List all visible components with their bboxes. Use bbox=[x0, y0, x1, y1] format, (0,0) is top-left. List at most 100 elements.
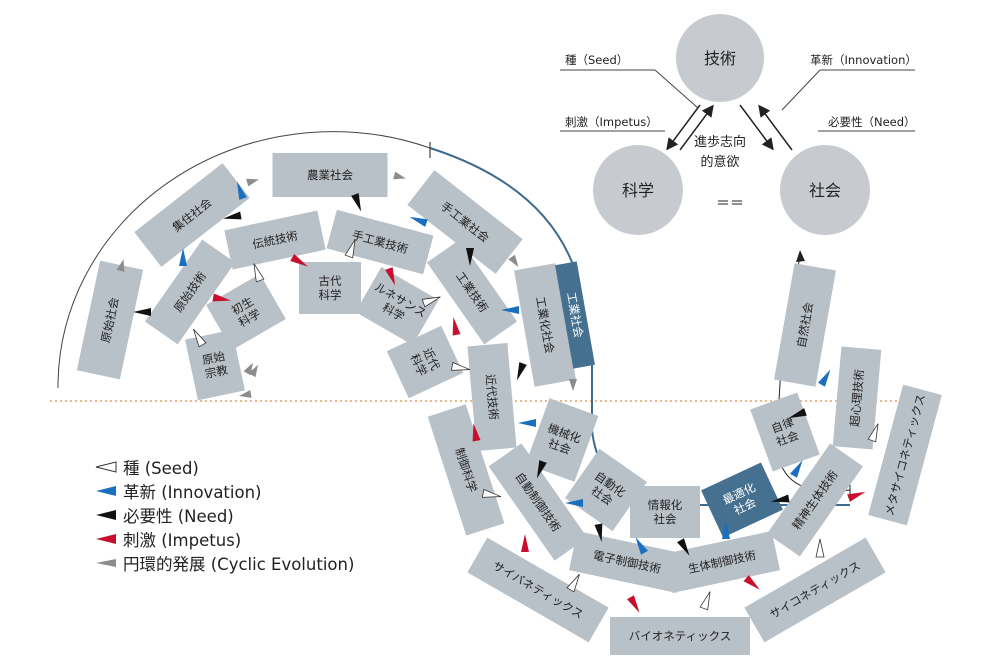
motivation-line1: 進歩志向 bbox=[694, 134, 746, 150]
science-segment-box bbox=[386, 325, 464, 399]
cyclic-arrow-icon bbox=[508, 254, 519, 267]
legend-label: 刺激 (Impetus) bbox=[123, 531, 242, 550]
seed-arrow-icon bbox=[253, 263, 265, 283]
seed-arrow-icon bbox=[193, 328, 207, 348]
legend-item-cyclic: 円環的発展 (Cyclic Evolution) bbox=[95, 551, 354, 575]
society-segment-label: 社会 bbox=[654, 512, 677, 526]
technology-segment-box bbox=[664, 531, 780, 593]
innovation-arrow-icon bbox=[722, 521, 730, 539]
society-segment: 農業社会 bbox=[272, 153, 388, 197]
science-to-tech-arrow bbox=[679, 104, 714, 151]
technology-segment: 生体制御技術 bbox=[664, 531, 780, 593]
innovation-arrow-icon bbox=[236, 181, 247, 200]
need-arrow-icon bbox=[223, 211, 242, 220]
technology-segment-box bbox=[488, 443, 588, 561]
science-segment-box bbox=[206, 273, 286, 351]
science-circle bbox=[593, 145, 683, 235]
legend-item-seed: 種 (Seed) bbox=[95, 455, 354, 479]
science-segment-box bbox=[610, 617, 750, 655]
need-arrow-icon bbox=[788, 408, 807, 419]
science-segment-box bbox=[744, 537, 886, 643]
society-segment: 工業社会 bbox=[555, 261, 595, 369]
science-label: 科学 bbox=[622, 181, 654, 200]
cyclic-arrow-icon bbox=[569, 379, 577, 391]
science-segment: メタサイコネティックス bbox=[868, 384, 942, 526]
society-segment: 原始社会 bbox=[76, 260, 144, 380]
technology-segment-box bbox=[569, 531, 685, 593]
tech-to-science-arrow bbox=[666, 104, 701, 151]
innovation-leader-line bbox=[781, 69, 915, 111]
legend-label: 必要性 (Need) bbox=[123, 507, 234, 526]
science-segment-box bbox=[355, 266, 439, 346]
science-segment-box bbox=[467, 537, 609, 643]
science-segment-box bbox=[185, 329, 245, 401]
science-segment-label: 宗教 bbox=[204, 363, 230, 382]
seed-arrow-icon bbox=[566, 573, 580, 593]
innovation-arrow-icon bbox=[501, 306, 519, 314]
society-segment-box bbox=[630, 486, 700, 538]
science-segment-label: バイオネティックス bbox=[629, 629, 731, 643]
legend: 種 (Seed) 革新 (Innovation) 必要性 (Need) 刺激 (… bbox=[95, 455, 354, 575]
science-segment-label: 科学 bbox=[319, 288, 342, 302]
impetus-arrow-icon bbox=[212, 293, 231, 302]
seed-arrow-icon bbox=[481, 488, 502, 498]
science-segment-box bbox=[868, 384, 942, 526]
technology-segment-box bbox=[467, 342, 517, 452]
science-segment-label: 古代 bbox=[319, 274, 342, 288]
seed-arrow-icon bbox=[95, 461, 117, 473]
cyclic-arrow-icon bbox=[248, 364, 258, 378]
technology-label: 技術 bbox=[704, 49, 736, 68]
innovation-arrow-icon bbox=[565, 499, 583, 507]
legend-item-impetus: 刺激 (Impetus) bbox=[95, 527, 354, 551]
technology-segment: 伝統技術 bbox=[224, 210, 326, 270]
seed-arrow-icon bbox=[699, 591, 711, 611]
technology-segment-box bbox=[767, 443, 863, 557]
technology-segment-box bbox=[224, 210, 326, 270]
impetus-arrow-icon bbox=[290, 254, 308, 267]
need-arrow-icon bbox=[466, 248, 474, 266]
seed-arrow-icon bbox=[815, 538, 825, 558]
science-segment: バイオネティックス bbox=[610, 617, 750, 655]
seed-arrow-icon bbox=[344, 239, 356, 259]
technology-segment-box bbox=[832, 346, 882, 450]
impetus-arrow-icon bbox=[96, 534, 116, 544]
cyclic-arrow-icon bbox=[96, 559, 116, 567]
need-arrow-icon bbox=[536, 460, 547, 479]
legend-label: 革新 (Innovation) bbox=[123, 483, 262, 502]
society-segment-box bbox=[272, 153, 388, 197]
impetus-arrow-icon bbox=[452, 317, 461, 336]
seed-leader-line bbox=[560, 69, 699, 109]
technology-segment-box bbox=[426, 239, 518, 345]
society-segment-label: 農業社会 bbox=[307, 168, 353, 182]
society-segment-box bbox=[565, 448, 647, 532]
need-arrow-icon bbox=[133, 308, 151, 316]
technology-segment: 超心理技術 bbox=[832, 346, 882, 450]
innovation-arrow-icon bbox=[409, 216, 428, 227]
science-segment-box bbox=[427, 404, 505, 536]
seed-arrow-icon bbox=[867, 423, 879, 443]
legend-label: 種 (Seed) bbox=[123, 459, 199, 478]
technology-segment: 手工業技術 bbox=[326, 209, 434, 275]
legend-item-innovation: 革新 (Innovation) bbox=[95, 479, 354, 503]
tech-to-society-arrow bbox=[739, 104, 774, 151]
need-arrow-icon bbox=[516, 362, 527, 381]
legend-item-need: 必要性 (Need) bbox=[95, 503, 354, 527]
impetus-arrow-icon bbox=[627, 595, 640, 613]
cyclic-arrow-icon bbox=[246, 178, 259, 187]
society-segment-box bbox=[407, 170, 523, 274]
society-to-tech-arrow bbox=[758, 104, 793, 151]
technology-segment-label: 近代技術 bbox=[483, 373, 501, 421]
technology-segment-label: 超心理技術 bbox=[848, 368, 867, 427]
society-segment-box bbox=[701, 462, 783, 538]
innovation-arrow-icon bbox=[96, 486, 116, 496]
science-segment: 制御科学 bbox=[427, 404, 505, 536]
innovation-arrow-icon bbox=[518, 419, 536, 427]
society-segment-box bbox=[555, 261, 595, 369]
